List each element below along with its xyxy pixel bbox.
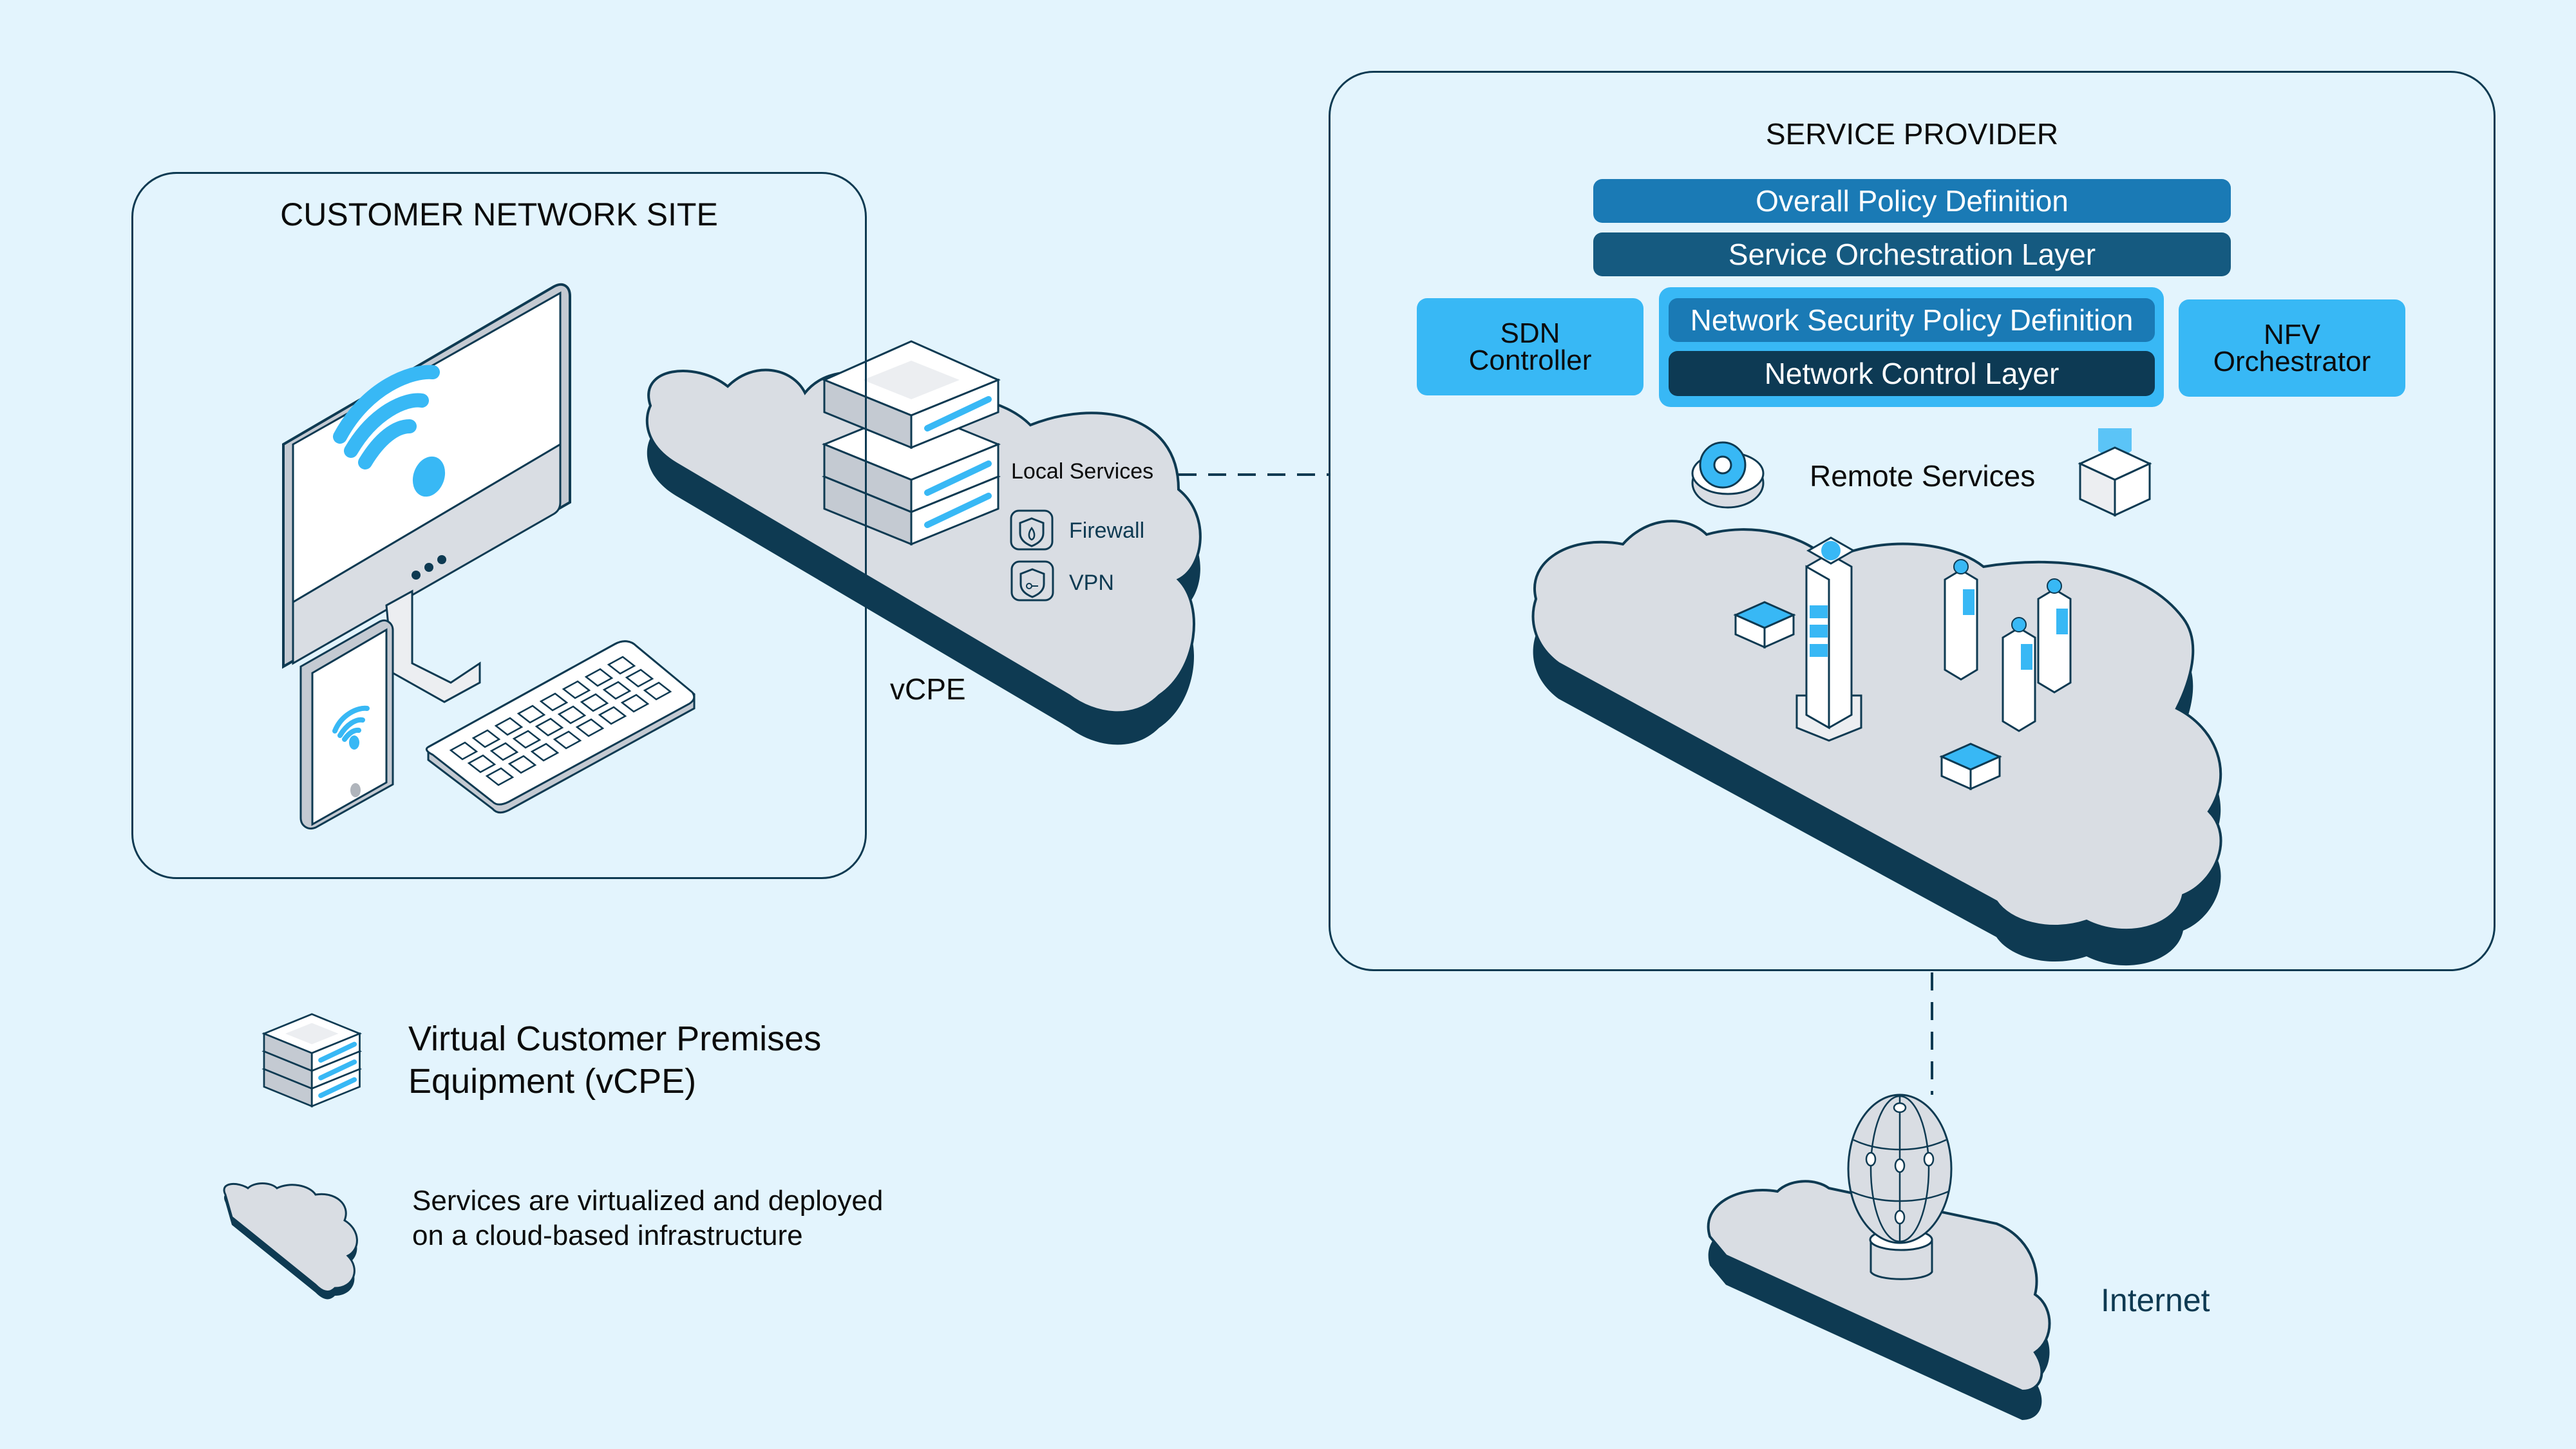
keyboard-key: [535, 717, 564, 737]
nfv-orchestrator-box: NFV Orchestrator: [2179, 299, 2405, 397]
cloud-server-icon: [2078, 428, 2152, 517]
keyboard-key: [489, 742, 519, 761]
remote-services-label: Remote Services: [1810, 459, 2036, 493]
legend-vcpe-line1: Virtual Customer Premises: [408, 1019, 822, 1058]
legend-vcpe-line2: Equipment (vCPE): [408, 1062, 697, 1101]
legend-cloud-line2: on a cloud-based infrastructure: [412, 1220, 803, 1251]
data-center-servers-icon: [1733, 536, 2072, 791]
keyboard-key: [553, 730, 582, 750]
customer-network-site-panel: CUSTOMER NETWORK SITE: [131, 172, 867, 879]
keyboard-key: [620, 694, 650, 713]
legend-cloud-text: Services are virtualized and deployed on…: [412, 1184, 883, 1253]
keyboard-key: [562, 680, 591, 699]
firewall-label: Firewall: [1069, 518, 1145, 543]
keyboard-key: [557, 705, 587, 724]
keyboard-key: [598, 706, 627, 725]
vcpe-server-stack-icon: [822, 340, 1001, 546]
network-security-policy-definition-layer: Network Security Policy Definition: [1669, 298, 2155, 342]
keyboard-key: [512, 730, 542, 749]
keyboard-key: [507, 755, 537, 774]
keyboard-key: [471, 729, 501, 748]
keyboard-key: [625, 668, 654, 688]
sdn-controller-box: SDN Controller: [1417, 298, 1643, 395]
keyboard-key: [467, 754, 497, 773]
service-orchestration-layer: Service Orchestration Layer: [1593, 232, 2231, 276]
keyboard-key: [485, 767, 515, 786]
internet-cloud: [1707, 1180, 2051, 1420]
service-provider-panel: SERVICE PROVIDER: [1329, 71, 2496, 971]
vcpe-cloud: [645, 368, 1202, 745]
internet-label: Internet: [2101, 1282, 2210, 1318]
vcpe-label: vCPE: [890, 672, 966, 706]
keyboard-key: [539, 692, 569, 712]
legend-vcpe-text: Virtual Customer Premises Equipment (vCP…: [408, 1018, 821, 1103]
keyboard-key: [607, 656, 636, 675]
network-control-layer: Network Control Layer: [1669, 351, 2155, 396]
gear-icon: [1691, 441, 1765, 509]
customer-network-site-title: CUSTOMER NETWORK SITE: [280, 196, 718, 232]
keyboard-key: [580, 693, 609, 712]
nfv-orchestrator-line1: NFV: [2264, 318, 2320, 350]
keyboard-key: [602, 681, 632, 700]
keyboard-key: [516, 705, 546, 724]
keyboard-key: [643, 681, 672, 701]
smartphone-icon: [299, 620, 394, 829]
shield-flame-icon: [1010, 509, 1054, 551]
sdn-controller-line2: Controller: [1468, 344, 1592, 376]
globe-icon: [1847, 1094, 1953, 1280]
keyboard-key: [575, 718, 605, 737]
keyboard-key: [494, 717, 524, 736]
keyboard-key: [449, 741, 478, 761]
local-services-label: Local Services: [1011, 459, 1154, 484]
legend-vcpe-stack-icon: [261, 1013, 363, 1108]
keyboard-key: [584, 668, 614, 687]
overall-policy-definition-layer: Overall Policy Definition: [1593, 179, 2231, 223]
legend-cloud-icon: [223, 1182, 358, 1300]
keyboard-icon: [425, 640, 696, 814]
keyboard-keys: [449, 656, 672, 786]
legend-cloud-line1: Services are virtualized and deployed: [412, 1185, 884, 1217]
keyboard-key: [530, 743, 560, 762]
service-provider-title: SERVICE PROVIDER: [1765, 117, 2059, 151]
vpn-label: VPN: [1069, 571, 1114, 595]
monitor-icon: [282, 283, 571, 703]
shield-key-icon: [1010, 560, 1054, 601]
sdn-controller-line1: SDN: [1500, 317, 1560, 349]
nfv-orchestrator-line2: Orchestrator: [2213, 345, 2371, 377]
